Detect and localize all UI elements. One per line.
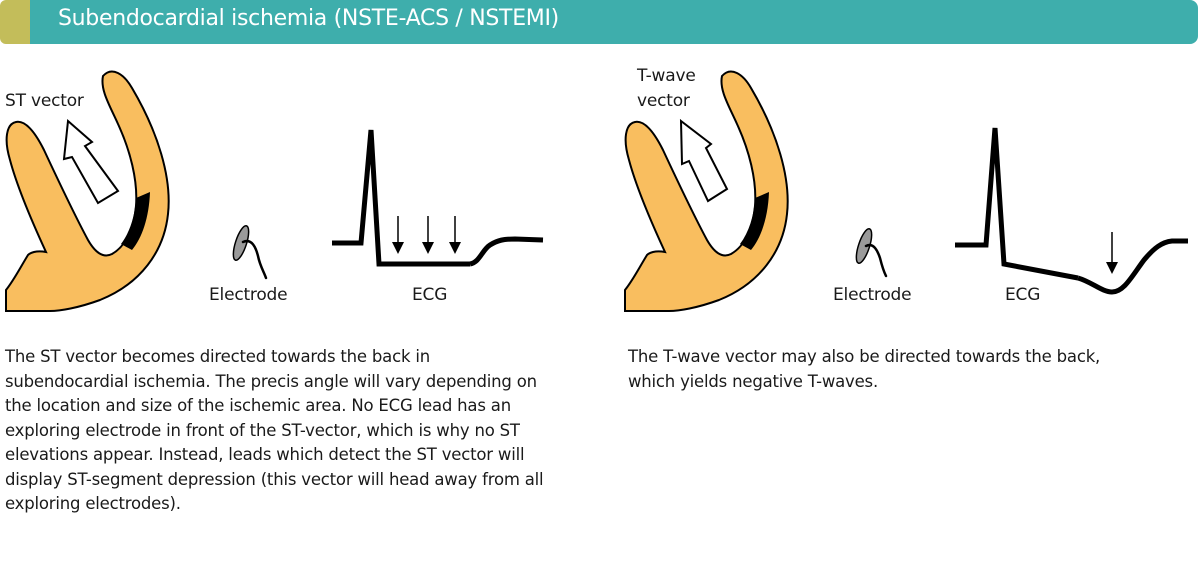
- ecg-label-left: ECG: [412, 285, 448, 305]
- header-bar: [30, 0, 1198, 44]
- header-accent-block: [0, 0, 34, 44]
- ecg-trace-right: [955, 127, 1188, 295]
- st-vector-arrow-icon: [62, 118, 120, 205]
- st-depression-arrows: [392, 216, 461, 254]
- t-wave-vector-label-line1: T-wave: [637, 66, 696, 86]
- page-title: Subendocardial ischemia (NSTE-ACS / NSTE…: [58, 6, 559, 31]
- electrode-icon-left: [232, 225, 268, 280]
- t-wave-inversion-arrow: [1106, 232, 1118, 274]
- ecg-trace-left: [332, 129, 544, 267]
- st-vector-label: ST vector: [5, 91, 84, 111]
- electrode-label-right: Electrode: [833, 285, 912, 305]
- electrode-label-left: Electrode: [209, 285, 288, 305]
- ecg-label-right: ECG: [1005, 285, 1041, 305]
- caption-t-wave-vector: The T-wave vector may also be directed t…: [628, 347, 1101, 391]
- caption-st-vector: The ST vector becomes directed towards t…: [5, 347, 544, 513]
- electrode-icon-right: [855, 228, 888, 278]
- section-header: Subendocardial ischemia (NSTE-ACS / NSTE…: [0, 0, 1198, 44]
- ischemic-zone-left: [121, 192, 150, 250]
- heart-wall-right: [624, 70, 789, 312]
- t-wave-vector-label-line2: vector: [637, 91, 690, 111]
- t-wave-vector-arrow-icon: [679, 118, 729, 203]
- heart-wall-left: [5, 70, 170, 312]
- ischemic-zone-right: [740, 192, 769, 250]
